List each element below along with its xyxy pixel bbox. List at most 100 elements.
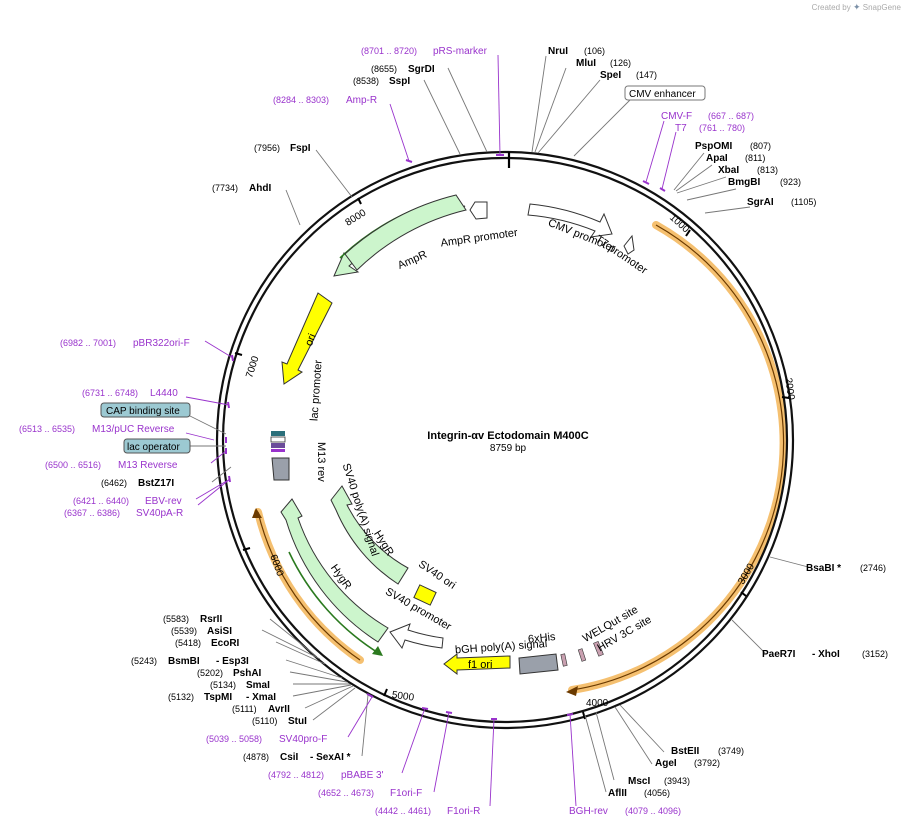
- enzyme-sgrai: SgrAI (1105): [747, 197, 816, 208]
- svg-text:StuI: StuI: [288, 716, 307, 727]
- svg-text:(5418): (5418): [175, 638, 201, 648]
- svg-text:SpeI: SpeI: [600, 70, 621, 81]
- enzyme-pspomi: PspOMI(807): [695, 141, 771, 152]
- svg-text:BstEII: BstEII: [671, 746, 700, 757]
- his6-feature: [560, 653, 568, 667]
- svg-text:pBABE 3': pBABE 3': [341, 770, 384, 781]
- svg-text:AgeI: AgeI: [655, 758, 677, 769]
- tick-2000: 2000: [781, 377, 796, 401]
- svg-text:(6462): (6462): [101, 478, 127, 488]
- svg-text:7000: 7000: [244, 354, 261, 379]
- svg-text:(6500 .. 6516): (6500 .. 6516): [45, 460, 101, 470]
- svg-text:(8538): (8538): [353, 76, 379, 86]
- svg-text:SmaI: SmaI: [246, 680, 270, 691]
- svg-text:(126): (126): [610, 58, 631, 68]
- box-leaders: [187, 97, 633, 447]
- svg-text:(8655): (8655): [371, 64, 397, 74]
- primer-f1ori-f: (4652 .. 4673)F1ori-F: [318, 788, 422, 799]
- hygr-orf-line: [288, 551, 381, 655]
- svg-text:EcoRI: EcoRI: [211, 638, 240, 649]
- svg-text:(923): (923): [780, 177, 801, 187]
- svg-text:T7: T7: [675, 123, 687, 134]
- svg-text:6000: 6000: [267, 553, 285, 578]
- t7-promoter-label: T7 promoter: [593, 233, 650, 277]
- enzyme-bstz17i: (6462)BstZ17I: [101, 478, 174, 489]
- hygr-arrow-2: [280, 498, 389, 643]
- sv40-polya-feature: [271, 457, 290, 481]
- svg-text:FspI: FspI: [290, 143, 311, 154]
- svg-text:AflII: AflII: [608, 788, 627, 799]
- svg-text:(761 .. 780): (761 .. 780): [699, 123, 745, 133]
- enzyme-pshai: (5202)PshAI: [197, 668, 262, 679]
- cmv-enhancer-label: CMV enhancer: [629, 89, 696, 100]
- snapgene-logo-icon: ✦: [852, 2, 861, 12]
- svg-text:(106): (106): [584, 46, 605, 56]
- primer-l4440: (6731 .. 6748)L4440: [82, 388, 178, 399]
- svg-text:(5134): (5134): [210, 680, 236, 690]
- enzyme-sspi: (8538) SspI: [353, 76, 410, 87]
- svg-text:(807): (807): [750, 141, 771, 151]
- svg-text:SV40pA-R: SV40pA-R: [136, 508, 183, 519]
- cmv-promoter-arrow: [527, 203, 613, 238]
- enzyme-bsmbi: (5243)BsmBI- Esp3I: [131, 656, 249, 667]
- svg-text:(7956): (7956): [254, 143, 280, 153]
- svg-text:EBV-rev: EBV-rev: [145, 496, 182, 507]
- primer-ebv-rev: (6421 .. 6440)EBV-rev: [73, 496, 182, 507]
- enzyme-bsabi: BsaBI *(2746): [806, 563, 886, 574]
- t7-promoter-arrow: [623, 234, 635, 255]
- svg-text:L4440: L4440: [150, 388, 178, 399]
- svg-text:8000: 8000: [344, 207, 369, 228]
- svg-text:PaeR7I: PaeR7I: [762, 649, 796, 660]
- tick-8000: 8000: [344, 197, 369, 229]
- svg-text:(3152): (3152): [862, 649, 888, 659]
- primer-leaders: [185, 54, 677, 807]
- enzyme-agei: AgeI(3792): [655, 758, 720, 769]
- sv40-ori-feature: [413, 584, 437, 606]
- tick-4000: 4000: [582, 698, 609, 720]
- svg-text:RsrII: RsrII: [200, 614, 222, 625]
- svg-text:(6982 .. 7001): (6982 .. 7001): [60, 338, 116, 348]
- svg-text:(4442 .. 4461): (4442 .. 4461): [375, 806, 431, 816]
- svg-text:PshAI: PshAI: [233, 668, 262, 679]
- orf-arrow-left: [252, 508, 262, 518]
- enzyme-ecori: (5418) EcoRI: [175, 638, 240, 649]
- primer-m13puc-rev: (6513 .. 6535)M13/pUC Reverse: [19, 424, 175, 435]
- svg-text:SV40pro-F: SV40pro-F: [279, 734, 327, 745]
- svg-text:BsaBI *: BsaBI *: [806, 563, 841, 574]
- svg-text:(5583): (5583): [163, 614, 189, 624]
- primer-cmv-f: CMV-F(667 .. 687): [661, 111, 754, 122]
- svg-text:(7734): (7734): [212, 183, 238, 193]
- primer-amp-r: (8284 .. 8303)Amp-R: [273, 95, 377, 106]
- enzyme-apai: ApaI(811): [706, 153, 765, 164]
- ampr-block: [344, 194, 467, 271]
- primer-bgh-rev: BGH-rev (4079 .. 4096): [569, 806, 681, 817]
- primer-t7: T7 (761 .. 780): [675, 123, 745, 134]
- svg-text:(4056): (4056): [644, 788, 670, 798]
- svg-text:BGH-rev: BGH-rev: [569, 806, 608, 817]
- plasmid-title: Integrin-αv Ectodomain M400C: [427, 430, 588, 442]
- primer-f1ori-r: (4442 .. 4461)F1ori-R: [375, 806, 480, 817]
- svg-text:F1ori-F: F1ori-F: [390, 788, 422, 799]
- hrv3c-feature: [593, 640, 604, 657]
- enzyme-bmgbi: BmgBI(923): [728, 177, 801, 188]
- svg-text:(5110): (5110): [252, 716, 277, 726]
- ampr-promoter-label: AmpR promoter: [440, 227, 519, 250]
- svg-text:(1105): (1105): [791, 197, 816, 207]
- snapgene-credit: Created by ✦ SnapGene: [812, 2, 901, 13]
- svg-text:(4079 .. 4096): (4079 .. 4096): [625, 806, 681, 816]
- svg-text:(5111): (5111): [232, 704, 257, 714]
- enzyme-csii: (4878)CsiI- SexAI *: [243, 752, 351, 763]
- svg-text:SspI: SspI: [389, 76, 410, 87]
- orf-arrow-main: [566, 686, 578, 696]
- enzyme-mlui: MluI(126): [576, 58, 631, 69]
- svg-text:SgrAI: SgrAI: [747, 197, 774, 208]
- enzyme-fspi: (7956) FspI: [254, 143, 311, 154]
- enzyme-spei: SpeI(147): [600, 70, 657, 81]
- cap-feature: [271, 431, 285, 436]
- lac-promoter-label: lac promoter: [308, 359, 324, 421]
- svg-text:(8284 .. 8303): (8284 .. 8303): [273, 95, 329, 105]
- tick-7000: 7000: [234, 352, 262, 379]
- svg-text:(811): (811): [745, 153, 765, 163]
- svg-text:AhdI: AhdI: [249, 183, 271, 194]
